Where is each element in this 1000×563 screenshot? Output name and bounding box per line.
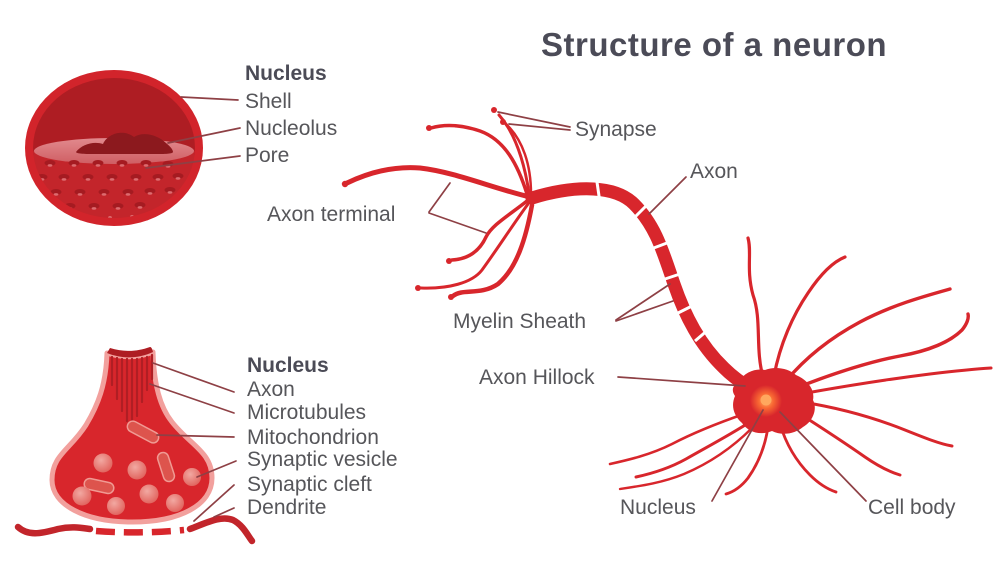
dendrite-arc-left — [14, 523, 94, 537]
page-title: Structure of a neuron — [540, 26, 888, 63]
label-myelin-sheath: Myelin Sheath — [453, 310, 587, 333]
dendrites — [608, 236, 993, 496]
leader-nucleolus — [167, 127, 241, 144]
leader-mitochondrion — [156, 434, 235, 438]
label-synapse: Synapse — [575, 118, 657, 141]
axon-terminal-inset-illustration — [14, 347, 256, 545]
label-shell: Shell — [245, 90, 292, 113]
label-axon-hillock: Axon Hillock — [479, 366, 595, 389]
leader-axon-terminal-2 — [428, 212, 487, 234]
axon-path — [525, 182, 759, 396]
label-nucleus-soma: Nucleus — [620, 496, 696, 519]
label-axon: Axon — [690, 160, 738, 183]
leader-cell-body — [779, 411, 867, 502]
mitochondria — [83, 420, 176, 495]
leader-terminal-axon — [152, 362, 235, 393]
nucleolus-blob — [76, 132, 173, 154]
leader-nucleus-soma — [711, 409, 764, 502]
label-cell-body: Cell body — [868, 496, 956, 519]
label-synaptic-cleft: Synaptic cleft — [247, 473, 372, 496]
leader-synaptic-cleft — [193, 484, 235, 522]
leader-axon-hillock — [617, 376, 746, 387]
nucleus-inset-illustration — [25, 70, 203, 226]
label-terminal-axon: Axon — [247, 378, 295, 401]
leader-synaptic-vesicle — [196, 460, 237, 478]
leader-shell — [180, 96, 239, 101]
label-microtubules: Microtubules — [247, 401, 367, 424]
microtubule-lines — [110, 353, 154, 431]
leader-myelin-1 — [615, 283, 671, 321]
leader-synapse-1 — [497, 111, 571, 128]
synaptic-vesicles — [72, 453, 201, 515]
label-mitochondrion: Mitochondrion — [247, 426, 379, 449]
label-synaptic-vesicle: Synaptic vesicle — [247, 448, 398, 471]
label-nucleolus: Nucleolus — [245, 117, 338, 140]
leader-synapse-2 — [508, 123, 571, 131]
neuron-illustration — [341, 107, 993, 496]
label-dendrite: Dendrite — [247, 496, 327, 519]
label-axon-terminal: Axon terminal — [267, 203, 396, 226]
leader-microtubules — [149, 383, 235, 414]
myelin-gap-lines — [595, 179, 710, 343]
leader-myelin-2 — [615, 300, 674, 322]
leader-axon-terminal-1 — [428, 182, 451, 213]
dendrite-arc-right — [186, 515, 256, 545]
nucleus-inset-heading: Nucleus — [245, 62, 327, 85]
terminal-rim — [107, 347, 153, 358]
leader-dendrite — [213, 507, 235, 518]
synapse-tip-dots — [341, 107, 506, 300]
leader-axon — [648, 176, 687, 215]
terminal-inset-heading: Nucleus — [247, 354, 329, 377]
label-pore: Pore — [245, 144, 290, 167]
cell-nucleus-core — [760, 394, 772, 406]
leader-lines — [145, 96, 867, 522]
leader-pore — [145, 155, 241, 169]
synaptic-cleft-dashes — [95, 526, 185, 536]
